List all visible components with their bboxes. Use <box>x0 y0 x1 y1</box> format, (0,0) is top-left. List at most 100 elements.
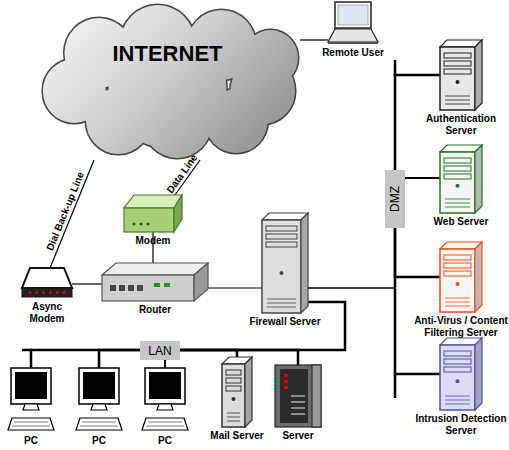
drive-bay <box>226 386 241 391</box>
firewall-tower <box>262 213 308 313</box>
async-modem-top <box>22 268 72 288</box>
device-label: Remote User <box>313 47 393 59</box>
drive-bay <box>266 242 297 247</box>
monitor-stand <box>91 404 107 410</box>
bus-line <box>394 373 397 398</box>
tower-side <box>475 338 482 410</box>
device-label: Web Server <box>421 216 501 228</box>
keyboard-keys <box>80 426 118 427</box>
cloud-fill <box>43 5 298 158</box>
vent-line <box>267 299 296 300</box>
network-band: DMZ <box>385 170 405 228</box>
modem-light <box>146 222 149 225</box>
drive-bay <box>444 367 471 372</box>
async-modem-icon: Async Modem <box>22 268 72 298</box>
network-link <box>300 39 328 40</box>
vent-line <box>227 417 240 418</box>
cloud-lobe <box>43 59 106 123</box>
rack-front <box>280 369 308 423</box>
edge-group <box>31 40 440 374</box>
tower-front <box>222 364 245 427</box>
drive-bay <box>444 351 471 356</box>
network-link <box>395 228 440 277</box>
tower-front <box>440 47 475 110</box>
modem-front <box>124 208 174 232</box>
network-link <box>31 350 140 368</box>
device-label: Intrusion Detection Server <box>413 413 509 437</box>
rack-light <box>284 380 288 383</box>
vent-line <box>445 199 470 200</box>
tower-side <box>475 242 482 312</box>
drive-bay <box>444 158 471 163</box>
keyboard <box>142 418 188 430</box>
keyboard-keys <box>148 422 182 423</box>
keyboard-keys <box>12 426 50 427</box>
bus-line <box>394 60 397 76</box>
monitor-frame <box>145 368 185 404</box>
pc-icon: PC <box>8 368 54 432</box>
pc-icon <box>76 368 122 432</box>
tower-front <box>440 152 475 213</box>
vent-line <box>445 298 470 299</box>
modem-light <box>132 222 135 225</box>
internet-cloud: INTERNET <box>35 3 300 160</box>
server-tower: Intrusion Detection Server <box>440 338 482 410</box>
vent-line <box>445 396 470 397</box>
network-link <box>72 283 102 284</box>
device-label: Firewall Server <box>240 316 330 328</box>
device-label: PC <box>16 435 46 447</box>
server-rack <box>275 365 321 427</box>
drive-bay <box>444 53 471 58</box>
tower-top <box>262 213 308 220</box>
laptop-base <box>328 29 378 42</box>
laptop-icon: Remote User <box>328 2 378 44</box>
monitor-stand <box>157 404 173 410</box>
drive-bay <box>444 271 471 276</box>
vent-line <box>445 100 470 101</box>
device-label: Server <box>273 430 323 442</box>
drive-bay <box>444 166 471 171</box>
rack-bar <box>291 401 305 403</box>
server-tower: Anti-Virus / Content Filtering Server <box>440 242 482 312</box>
laptop-screen <box>335 2 371 28</box>
keyboard-keys <box>82 422 116 423</box>
network-link <box>180 350 298 365</box>
power-button <box>456 80 460 84</box>
router-icon <box>102 263 208 301</box>
network-link <box>164 360 166 368</box>
router-icon: Router <box>102 263 208 301</box>
device-label: Router <box>125 304 185 316</box>
rack-bar <box>291 413 305 415</box>
network-link <box>208 287 262 288</box>
mail-server-tower <box>222 357 252 427</box>
server-tower <box>440 338 482 410</box>
vent-line <box>445 404 470 405</box>
vent-line <box>445 203 470 204</box>
tower-front <box>262 220 301 313</box>
node-title: LAN <box>148 344 171 358</box>
network-band: LAN <box>140 341 180 360</box>
power-button <box>456 379 460 383</box>
tower-side <box>301 213 308 313</box>
drive-bay <box>444 359 471 364</box>
vent-line <box>445 302 470 303</box>
server-tower: Web Server <box>440 145 482 213</box>
device-label: PC <box>150 435 180 447</box>
rack-bar <box>291 395 305 397</box>
node-title: DMZ <box>388 186 402 212</box>
rack-light <box>284 374 288 377</box>
server-tower: Authentication Server <box>440 40 482 110</box>
modem-top <box>124 195 182 208</box>
vent-line <box>445 207 470 208</box>
drive-bay <box>444 255 471 260</box>
keyboard <box>76 418 122 430</box>
pc-icon: PC <box>142 368 188 432</box>
pc-icon <box>142 368 188 432</box>
keyboard-keys <box>14 422 48 423</box>
rack-body <box>275 365 321 427</box>
device-label: Mail Server <box>205 430 269 442</box>
vent-line <box>445 400 470 401</box>
device-label: Anti-Virus / Content Filtering Server <box>412 315 509 339</box>
monitor-frame <box>79 368 119 404</box>
